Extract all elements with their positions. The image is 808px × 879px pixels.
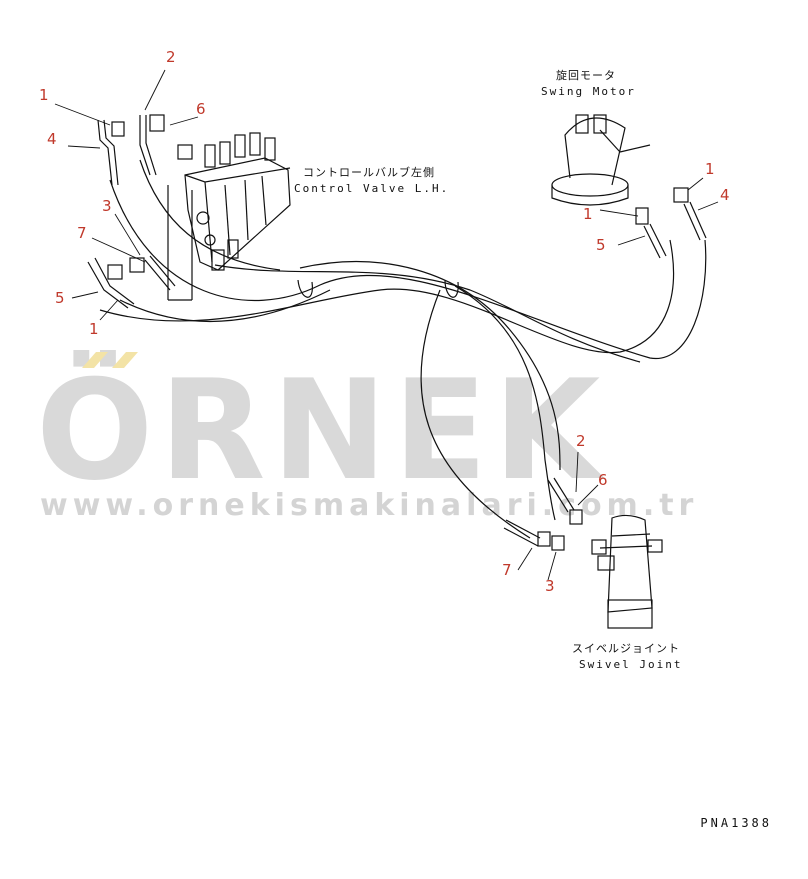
part-number-callout: 3: [545, 577, 555, 595]
part-number-callout: 4: [47, 130, 57, 148]
fitting-group-swing-motor: [635, 187, 707, 259]
control-valve-label-en: Control Valve L.H.: [294, 182, 450, 195]
part-number-callout: 1: [39, 86, 49, 104]
part-number-callout: 7: [502, 561, 512, 579]
swing-motor-label-jp: 旋回モータ: [556, 69, 616, 82]
watermark-accent-mark: [82, 352, 108, 368]
part-number-callout: 5: [596, 236, 606, 254]
part-number-callout: 5: [55, 289, 65, 307]
watermark-brand: ÖRNEK: [36, 350, 607, 511]
watermark-accent-mark: [112, 352, 138, 368]
part-number-callout: 3: [102, 197, 112, 215]
swivel-joint-label-en: Swivel Joint: [579, 658, 683, 671]
swing-motor-label-en: Swing Motor: [541, 85, 636, 98]
swivel-joint-drawing: [591, 514, 663, 629]
swing-motor-drawing: [551, 114, 651, 206]
part-number-callout: 1: [705, 160, 715, 178]
part-number-callout: 1: [89, 320, 99, 338]
part-number-callout: 6: [196, 100, 206, 118]
part-number-callout: 4: [720, 186, 730, 204]
fitting-group-upper-left: [97, 114, 193, 186]
fitting-group-swivel-joint: [503, 477, 583, 551]
part-number-callout: 2: [166, 48, 176, 66]
drawing-code: PNA1388: [700, 816, 772, 830]
leader-lines: [54, 69, 719, 581]
fitting-group-left-middle: [87, 255, 176, 309]
part-number-callout: 2: [576, 432, 586, 450]
control-valve-drawing: [167, 132, 291, 301]
swivel-joint-label-jp: スイベルジョイント: [572, 642, 680, 655]
watermark-url: www.ornekismakinalari.com.tr: [40, 488, 699, 523]
part-number-callout: 6: [598, 471, 608, 489]
part-number-callout: 7: [77, 224, 87, 242]
control-valve-label-jp: コントロールバルブ左側: [303, 166, 435, 179]
part-number-callout: 1: [583, 205, 593, 223]
